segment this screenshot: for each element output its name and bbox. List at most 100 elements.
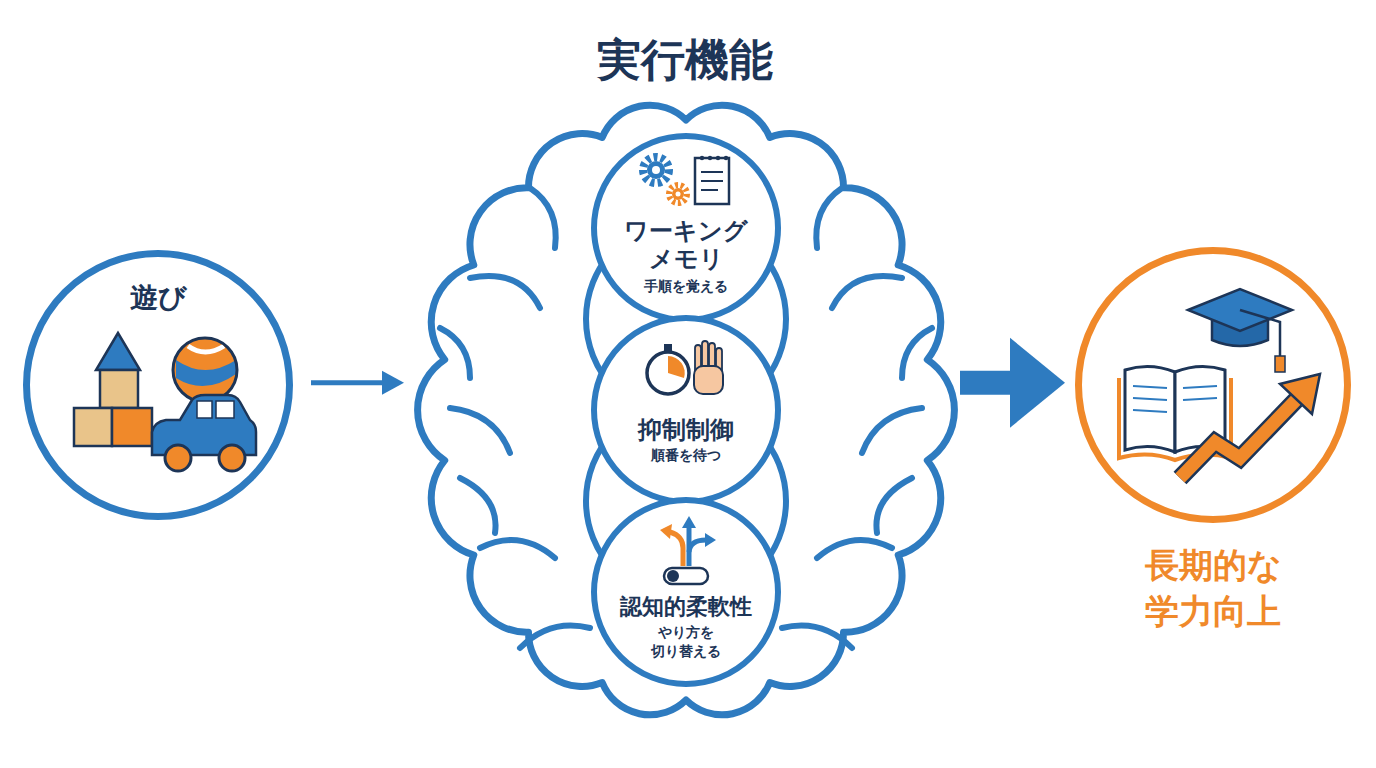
notepad-icon (695, 156, 729, 204)
branch-arrow (687, 526, 692, 566)
outcome-circle-outline (1075, 247, 1351, 523)
book-line (1183, 398, 1217, 400)
outcome-label: 長期的な 学力向上 (1113, 542, 1313, 634)
brain-fold (440, 328, 470, 378)
book-line (1183, 386, 1217, 388)
arrow-shaft (311, 380, 384, 385)
brain-fold (480, 540, 555, 558)
notepad-ring (708, 156, 712, 160)
hand-finger (716, 348, 722, 375)
brain-fold (450, 408, 510, 453)
book-page (1125, 366, 1175, 452)
toy-blocks-icon (74, 333, 152, 446)
brain-fold (530, 188, 556, 248)
brain-fold (876, 478, 912, 533)
notepad-line (701, 189, 718, 191)
function-example: 順番を待つ (611, 446, 761, 464)
gear-teeth (669, 185, 687, 203)
brain-fold (782, 626, 852, 649)
growth-arrow-head (1280, 374, 1320, 414)
gear-body (647, 161, 665, 179)
brain-fold (460, 478, 496, 533)
function-example: やり方を 切り替える (646, 623, 726, 661)
book-line (1133, 398, 1167, 400)
gear-body (672, 188, 684, 200)
arrow-head (660, 524, 672, 539)
stopwatch-icon (647, 344, 689, 394)
brain-fold (832, 276, 902, 308)
arrow-head (1010, 338, 1065, 428)
circle-outline (594, 500, 778, 684)
hand-finger (695, 345, 701, 375)
ball-outline (173, 338, 237, 402)
tassel-end (1275, 356, 1285, 372)
function-circle-outline (591, 315, 781, 505)
beach-ball-icon (173, 338, 237, 402)
function-example: 手順を覚える (611, 277, 761, 295)
block-roof (96, 333, 140, 370)
circle-outline (27, 254, 290, 517)
ball-stripe (176, 360, 236, 386)
arrow-shaft (960, 371, 1016, 395)
toggle-track (664, 568, 708, 584)
car-window (216, 401, 234, 418)
brain-fold (520, 626, 590, 649)
circle-outline (1079, 251, 1348, 520)
arrow-head (705, 533, 716, 547)
brain-fold (470, 276, 540, 308)
gears-icon (643, 157, 687, 203)
brain-fold (862, 408, 922, 453)
orange-block (112, 408, 152, 446)
stopwatch-knob (664, 344, 672, 351)
book-line (1133, 410, 1167, 412)
gear-teeth (643, 157, 669, 183)
wood-block (74, 408, 112, 446)
arrow-head (682, 516, 696, 528)
function-circle: ワーキング メモリ手順を覚える (591, 133, 781, 323)
branch-arrow (689, 540, 706, 552)
hand-finger (709, 343, 715, 375)
car-wheel (165, 445, 191, 471)
graduation-cap-icon (1188, 289, 1292, 372)
cap-board (1188, 289, 1292, 331)
notepad-ring (724, 156, 728, 160)
book-line (1133, 386, 1167, 388)
gear-hole (652, 166, 660, 174)
stopwatch-wedge (668, 356, 685, 378)
toy-car-icon (152, 395, 256, 471)
wood-block (100, 370, 138, 408)
outcome-circle: 長期的な 学力向上 (1075, 247, 1351, 523)
hand-finger (702, 341, 708, 375)
stopwatch-face (647, 352, 689, 394)
function-circle: 認知的柔軟性やり方を 切り替える (591, 497, 781, 687)
function-name: 抑制制御 (611, 416, 761, 444)
ball-highlight (188, 346, 224, 352)
notepad-ring (716, 156, 720, 160)
car-wheel (219, 445, 245, 471)
function-name: ワーキング メモリ (611, 217, 761, 273)
book-cover (1119, 378, 1231, 460)
function-name: 認知的柔軟性 (601, 593, 771, 621)
brain-fold (817, 540, 892, 558)
circle-outline (594, 318, 778, 502)
cap-body (1212, 316, 1268, 346)
notepad-ring (700, 156, 704, 160)
car-window (197, 401, 212, 418)
notepad-page (695, 158, 729, 204)
ball-body (173, 338, 237, 402)
activity-circle: 遊び (23, 250, 293, 520)
cap-tassel (1240, 310, 1280, 358)
brain-region: 実行機能ワーキング メモリ手順を覚える抑制制御順番を待つ認知的柔軟性やり方を 切… (410, 28, 960, 733)
notepad-line (701, 180, 723, 182)
brain-outline (418, 105, 955, 715)
open-book-icon (1119, 366, 1231, 460)
growth-arrow-outline (1180, 400, 1296, 478)
brain-heading: 実行機能 (485, 34, 885, 86)
result-arrow (960, 338, 1065, 428)
arrow-head (382, 371, 404, 395)
hand-palm (694, 366, 723, 394)
branch-arrows-icon (660, 516, 716, 566)
